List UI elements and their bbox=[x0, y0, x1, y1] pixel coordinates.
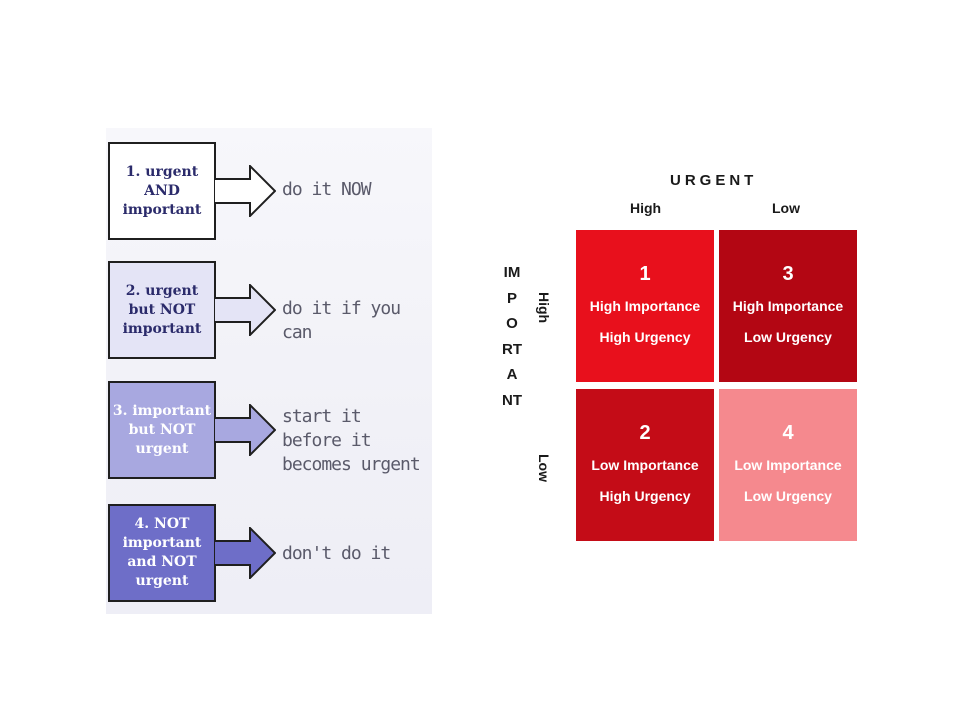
column-label-low: Low bbox=[772, 200, 800, 216]
arrow-right-icon bbox=[214, 404, 276, 456]
arrow-right-icon bbox=[214, 165, 276, 217]
quadrant-importance: Low Importance bbox=[591, 457, 699, 473]
urgency-importance-matrix: URGENT High Low IMPORTANT High Low 1 Hig… bbox=[490, 160, 890, 560]
row-label-low: Low bbox=[536, 454, 552, 482]
quadrant-importance: Low Importance bbox=[734, 457, 842, 473]
step-action-3: start it before it becomes urgent bbox=[282, 406, 421, 475]
quadrant-number: 4 bbox=[782, 422, 794, 444]
arrow-right-icon bbox=[214, 284, 276, 336]
step-action-4: don't do it bbox=[282, 543, 391, 564]
quadrant-2: 2 Low Importance High Urgency bbox=[576, 389, 714, 541]
row-label-high: High bbox=[536, 292, 552, 324]
quadrant-number: 2 bbox=[639, 422, 651, 444]
step-label-1: 1. urgent AND important bbox=[122, 163, 202, 218]
quadrant-urgency: Low Urgency bbox=[744, 488, 832, 504]
flow-step-1: 1. urgent AND important do it NOW bbox=[108, 142, 428, 246]
quadrant-importance: High Importance bbox=[732, 298, 844, 314]
quadrant-4: 4 Low Importance Low Urgency bbox=[719, 389, 857, 541]
important-axis-title: IMPORTANT bbox=[502, 264, 522, 409]
quadrant-number: 3 bbox=[782, 263, 794, 285]
arrow-right-icon bbox=[214, 527, 276, 579]
step-action-2: do it if you can bbox=[282, 298, 401, 343]
priority-flow-diagram: 1. urgent AND important do it NOW 2. urg… bbox=[106, 128, 432, 614]
flow-step-2: 2. urgent but NOT important do it if you… bbox=[108, 261, 428, 365]
step-label-3: 3. important but NOT urgent bbox=[112, 402, 212, 457]
quadrant-3: 3 High Importance Low Urgency bbox=[719, 230, 857, 382]
urgent-axis-title: URGENT bbox=[670, 172, 758, 189]
quadrant-urgency: Low Urgency bbox=[744, 329, 832, 345]
flow-step-3: 3. important but NOT urgent start it bef… bbox=[108, 381, 428, 485]
quadrant-number: 1 bbox=[639, 263, 651, 285]
quadrant-urgency: High Urgency bbox=[599, 488, 691, 504]
flow-step-4: 4. NOT important and NOT urgent don't do… bbox=[108, 504, 428, 608]
step-label-2: 2. urgent but NOT important bbox=[122, 282, 202, 337]
column-label-high: High bbox=[630, 200, 662, 216]
step-label-4: 4. NOT important and NOT urgent bbox=[122, 516, 202, 589]
step-box-1: 1. urgent AND important bbox=[108, 142, 216, 240]
step-box-4: 4. NOT important and NOT urgent bbox=[108, 504, 216, 602]
quadrant-importance: High Importance bbox=[589, 298, 701, 314]
quadrant-1: 1 High Importance High Urgency bbox=[576, 230, 714, 382]
step-action-1: do it NOW bbox=[282, 179, 372, 200]
step-box-3: 3. important but NOT urgent bbox=[108, 381, 216, 479]
quadrant-urgency: High Urgency bbox=[599, 329, 691, 345]
step-box-2: 2. urgent but NOT important bbox=[108, 261, 216, 359]
